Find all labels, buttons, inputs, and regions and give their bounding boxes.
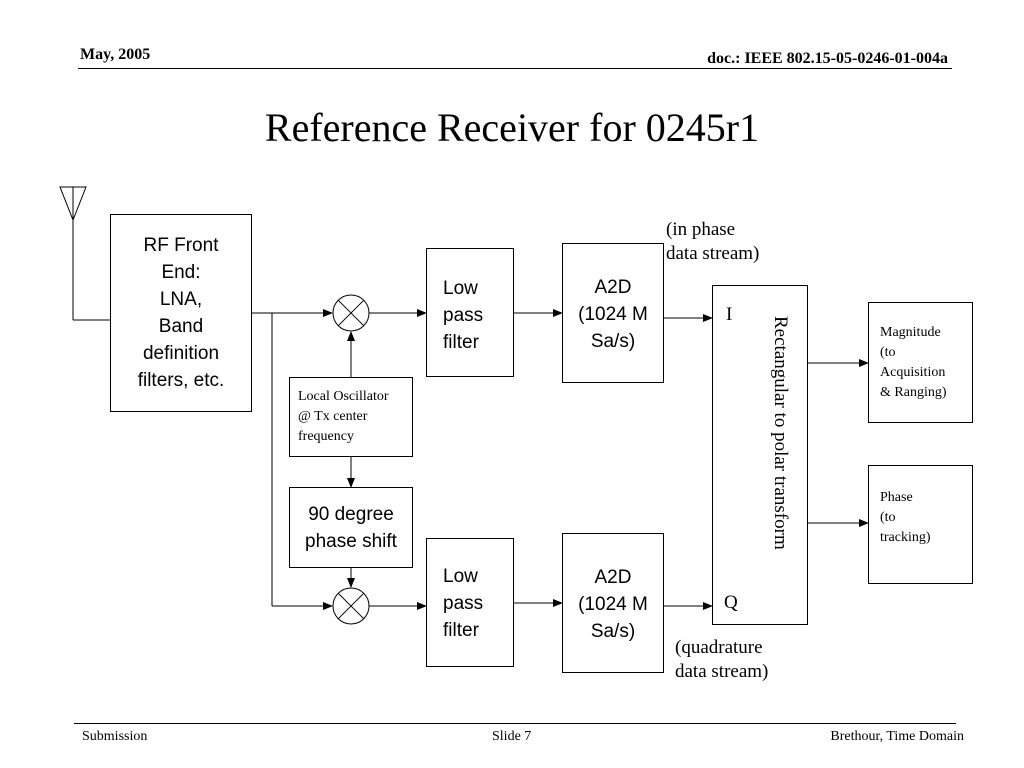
- header-date: May, 2005: [80, 46, 151, 63]
- low-pass-filter-bottom-label: Low pass filter: [443, 566, 484, 641]
- footer-rule: [74, 723, 956, 724]
- in-phase-port-label: I: [726, 304, 733, 325]
- rf-front-end-label: RF Front End: LNA, Band definition filte…: [137, 235, 225, 391]
- low-pass-filter-top-label: Low pass filter: [443, 278, 484, 353]
- phase-output-block: Phase (to tracking): [868, 465, 973, 584]
- footer-submission: Submission: [82, 729, 148, 744]
- a2d-top-block: A2D (1024 M Sa/s): [562, 243, 664, 383]
- low-pass-filter-top-block: Low pass filter: [426, 248, 514, 377]
- rectangular-to-polar-block: Rectangular to polar transform I Q: [712, 285, 808, 625]
- footer-slide-number: Slide 7: [492, 729, 532, 744]
- mixer-top-icon: [332, 294, 370, 332]
- in-phase-annotation: (in phase data stream): [666, 219, 760, 264]
- mixer-bottom-icon: [332, 587, 370, 625]
- local-oscillator-block: Local Oscillator @ Tx center frequency: [289, 377, 413, 457]
- a2d-top-label: A2D (1024 M Sa/s): [578, 277, 648, 352]
- phase-shift-label: 90 degree phase shift: [305, 503, 397, 552]
- low-pass-filter-bottom-block: Low pass filter: [426, 538, 514, 667]
- header-rule: [78, 68, 952, 69]
- slide-title: Reference Receiver for 0245r1: [264, 105, 760, 150]
- rf-output-connector: [252, 309, 333, 610]
- header-doc-id: doc.: IEEE 802.15-05-0246-01-004a: [707, 50, 948, 67]
- quadrature-annotation: (quadrature data stream): [675, 637, 769, 682]
- phase-shift-block: 90 degree phase shift: [289, 487, 413, 568]
- footer-author: Brethour, Time Domain: [830, 729, 964, 744]
- antenna-icon: [59, 186, 110, 321]
- a2d-bottom-block: A2D (1024 M Sa/s): [562, 533, 664, 673]
- magnitude-output-label: Magnitude (to Acquisition & Ranging): [880, 324, 947, 400]
- quadrature-port-label: Q: [724, 592, 738, 613]
- local-oscillator-label: Local Oscillator @ Tx center frequency: [298, 389, 389, 444]
- rectangular-to-polar-label: Rectangular to polar transform: [770, 316, 791, 550]
- magnitude-output-block: Magnitude (to Acquisition & Ranging): [868, 302, 973, 423]
- phase-output-label: Phase (to tracking): [880, 490, 931, 545]
- rf-front-end-block: RF Front End: LNA, Band definition filte…: [110, 214, 252, 412]
- a2d-bottom-label: A2D (1024 M Sa/s): [578, 567, 648, 642]
